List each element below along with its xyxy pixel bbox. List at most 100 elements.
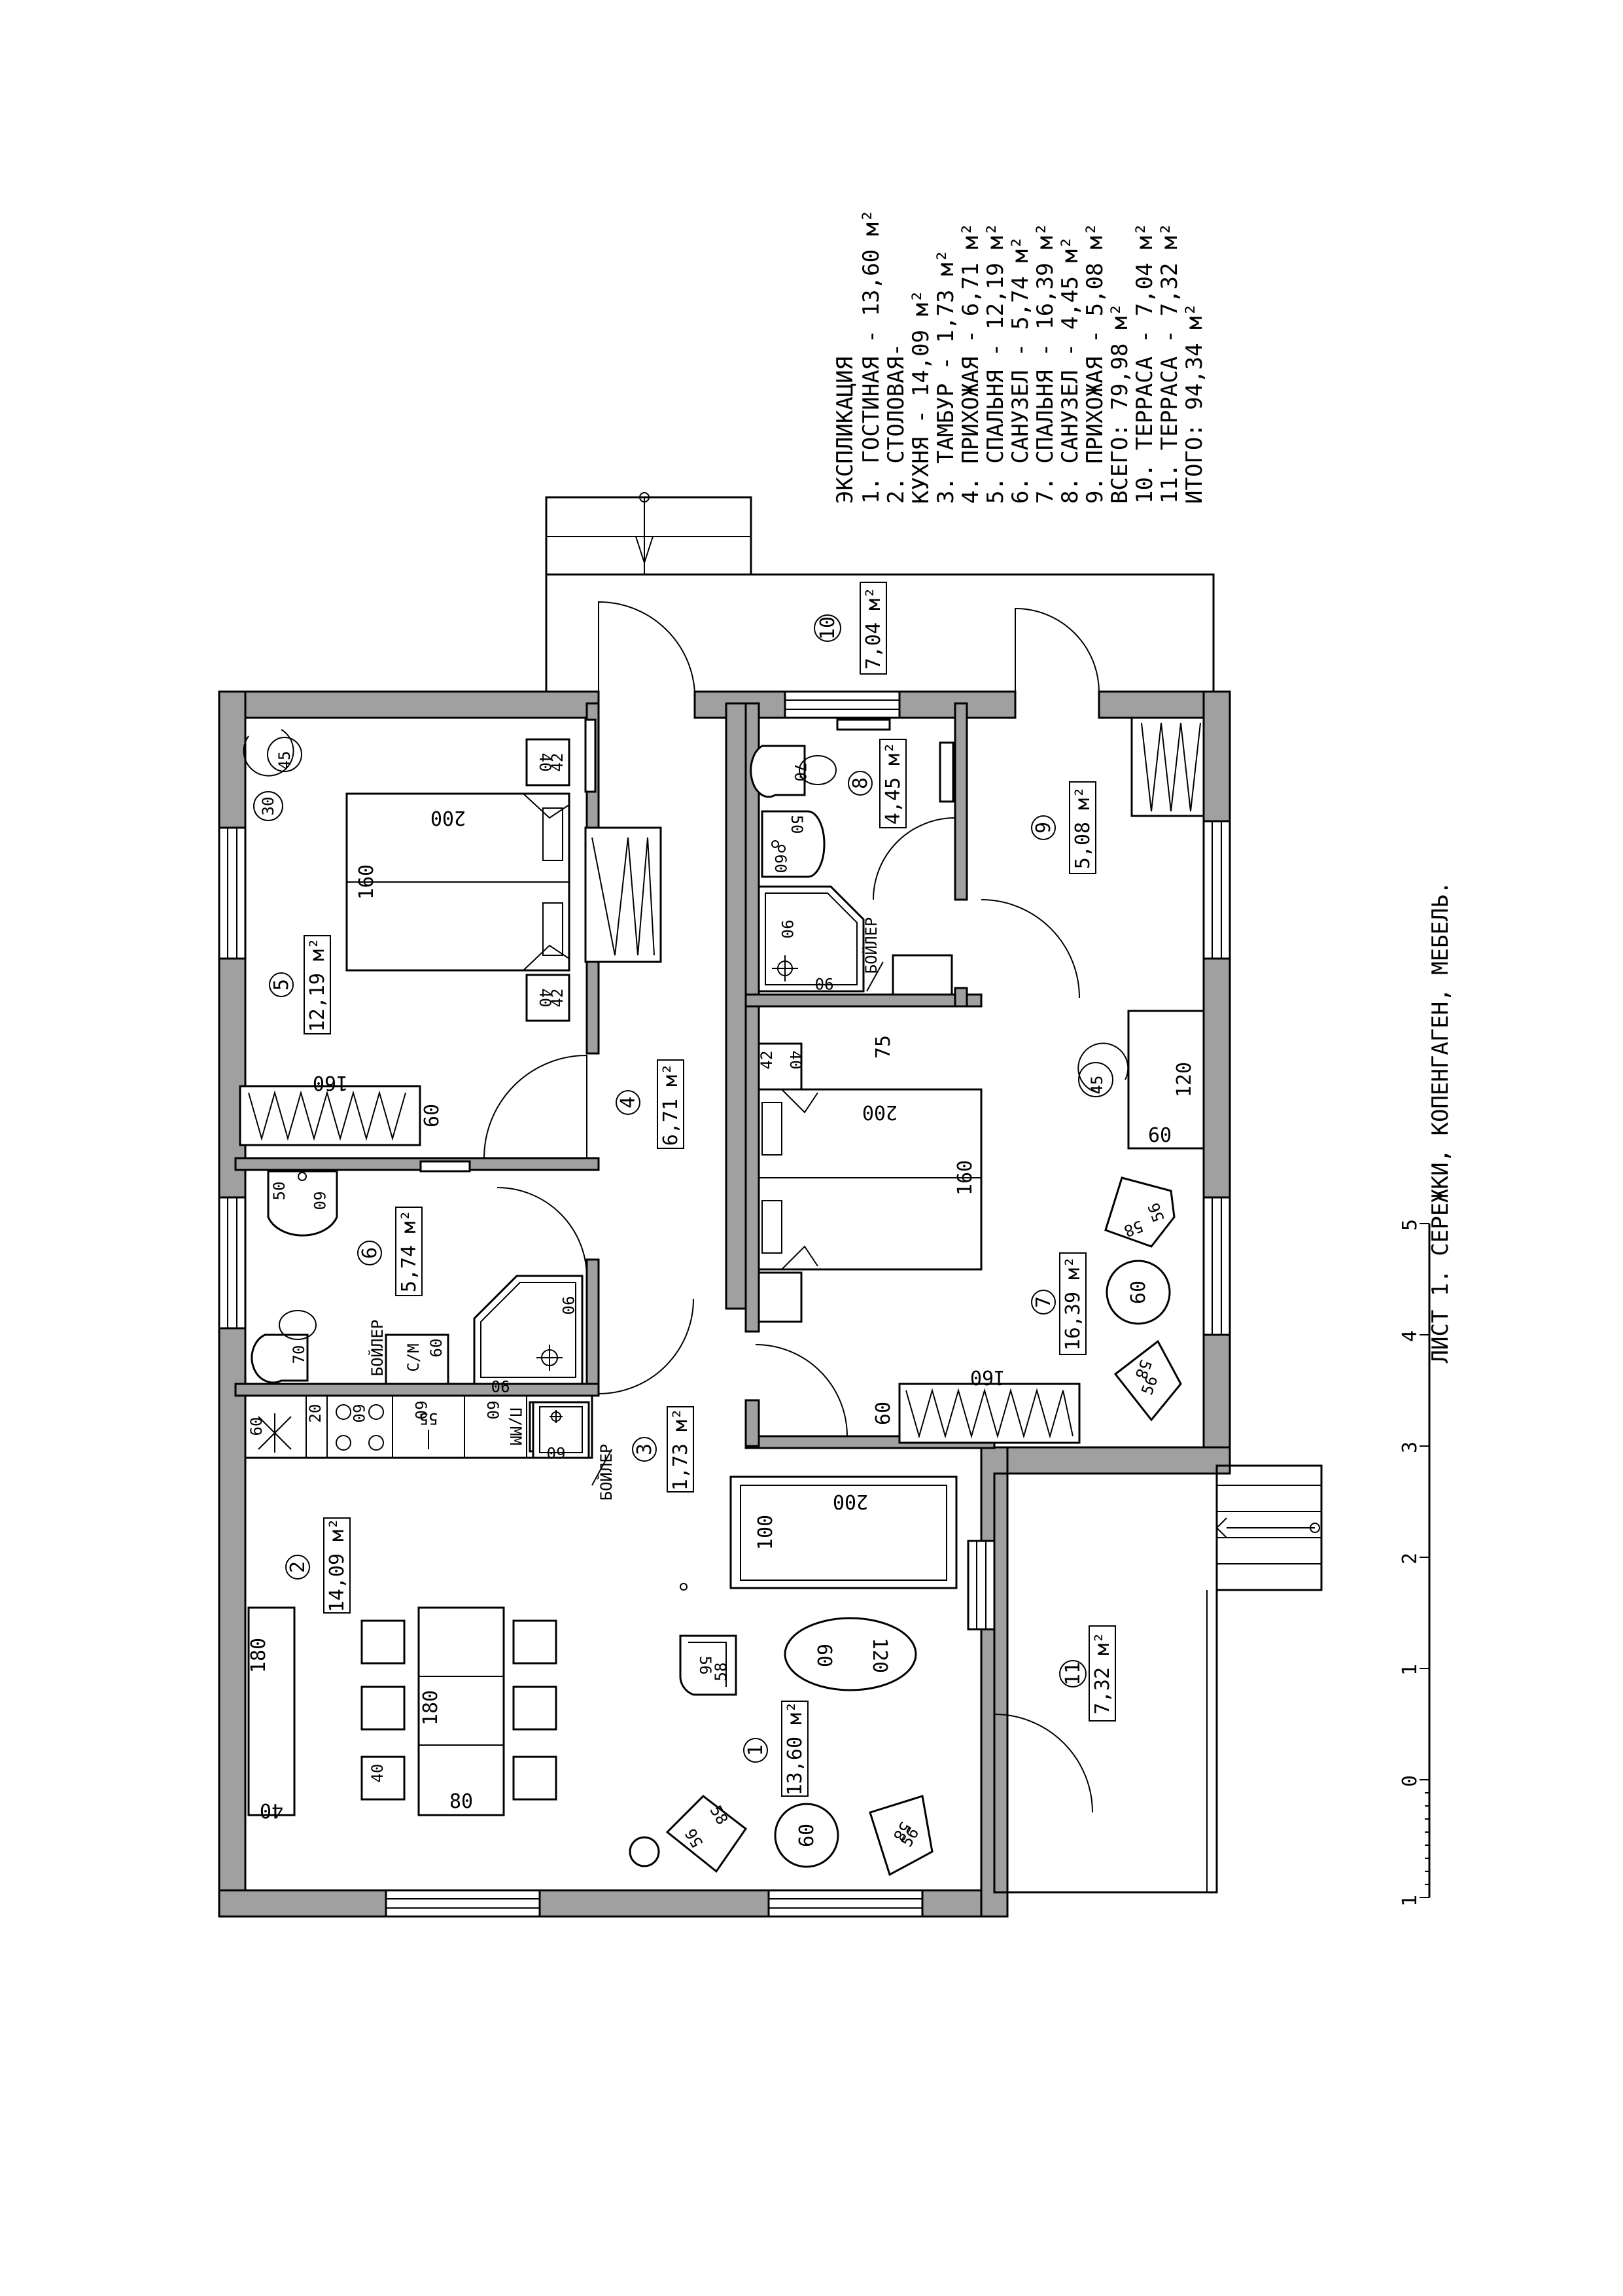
room-number: 6 (358, 1247, 381, 1259)
bedroom-5-furniture (239, 718, 662, 1173)
dim-label: 160 (355, 864, 378, 900)
dim-label: С/М (404, 1343, 423, 1371)
vestibule-3-fixtures (532, 1401, 612, 1486)
explication-line: 5. СПАЛЬНЯ - 12,19 м² (983, 222, 1009, 504)
dim-label: 42 (548, 989, 567, 1008)
bathroom-6-fixtures (251, 1170, 584, 1385)
dim-label: 200 (430, 806, 466, 829)
explication-line: 10. ТЕРРАСА - 7,04 м² (1132, 222, 1158, 504)
dim-label: 55 (419, 1409, 438, 1428)
dim-label: 120 (1173, 1062, 1196, 1097)
dim-label: 58 (712, 1663, 730, 1682)
dim-label: 30 (259, 797, 277, 816)
room-area: 7,04 м² (862, 587, 885, 669)
dim-label: 160 (954, 1160, 977, 1195)
explication-line: 11. ТЕРРАСА - 7,32 м² (1157, 222, 1183, 504)
dim-label: 90 (559, 1296, 577, 1315)
dim-label: 45 (1088, 1076, 1106, 1095)
living-1-furniture (629, 1475, 958, 1877)
dim-label: 90 (778, 920, 796, 939)
explication-line: 7. СПАЛЬНЯ - 16,39 м² (1032, 222, 1058, 504)
dim-label: 60 (812, 1644, 835, 1667)
dim-label: 40 (536, 989, 554, 1008)
room-number: 4 (617, 1097, 640, 1108)
kitchen-2-furniture (244, 1394, 688, 1816)
room-area: 14,09 м² (326, 1518, 349, 1613)
dim-label: 42 (758, 1051, 776, 1070)
scale-label: 3 (1399, 1441, 1422, 1453)
explication-line: 2. СТОЛОВАЯ- (883, 343, 909, 504)
sheet-title: ЛИСТ 1. СЕРЕЖКИ, КОПЕНГАГЕН, МЕБЕЛЬ. (1427, 881, 1454, 1364)
dim-label: 42 (548, 753, 567, 772)
room-area: 12,19 м² (306, 938, 329, 1033)
dim-label: 180 (247, 1638, 270, 1673)
dim-label: 56 (696, 1656, 714, 1675)
room-area: 16,39 м² (1062, 1256, 1085, 1351)
dim-label: 70 (791, 763, 809, 782)
room-area: 6,71 м² (659, 1063, 682, 1146)
dim-label: 200 (833, 1490, 868, 1513)
terrace-11 (993, 1464, 1323, 1894)
dim-label: 20 (306, 1404, 324, 1423)
dim-label: 60 (421, 1104, 444, 1127)
dim-label: БОЙЛЕР (597, 1444, 616, 1501)
dim-label: 45 (275, 751, 294, 770)
dim-label: П/ММ (506, 1407, 525, 1445)
dim-label: 120 (868, 1638, 891, 1673)
dim-label: БОЙЛЕР (368, 1320, 387, 1377)
dim-label: 60 (872, 1402, 895, 1425)
scale-label: 1 (1399, 1664, 1422, 1676)
dim-label: 100 (754, 1515, 777, 1550)
room-area: 1,73 м² (669, 1408, 692, 1491)
dim-label: 50 (270, 1182, 288, 1201)
scale-label: 2 (1399, 1553, 1422, 1564)
room-number: 8 (849, 777, 872, 789)
dim-label: 200 (862, 1101, 898, 1123)
bathroom-8-fixtures (750, 718, 954, 996)
room-number: 2 (287, 1561, 309, 1573)
scale-label: 1 (1399, 1895, 1422, 1907)
dim-label: 40 (368, 1764, 387, 1783)
dim-label: 60 (771, 855, 790, 874)
dim-label: БОЙЛЕР (862, 917, 881, 974)
terrace-10 (545, 492, 1215, 692)
room-number: 1 (744, 1744, 767, 1756)
explication-title: ЭКСПЛИКАЦИЯ (832, 357, 858, 504)
room-number: 3 (633, 1443, 656, 1455)
explication-line: 8. САНУЗЕЛ - 4,45 м² (1057, 236, 1083, 504)
dim-label: 180 (419, 1690, 442, 1725)
room-area: 13,60 м² (784, 1701, 807, 1796)
dim-label: 60 (411, 1401, 430, 1420)
explication-line: 9. ПРИХОЖАЯ - 5,08 м² (1082, 222, 1108, 504)
explication-line: КУХНЯ - 14,09 м² (908, 289, 934, 504)
dim-label: 60 (1127, 1280, 1150, 1304)
hall-9-furniture (1130, 716, 1205, 817)
room-area: 4,45 м² (882, 742, 905, 824)
room-number: 11 (1062, 1662, 1085, 1686)
dim-label: 40 (786, 1051, 805, 1070)
dim-label: 60 (795, 1824, 818, 1847)
dim-label: 40 (260, 1799, 283, 1822)
explication-line: 1. ГОСТИНАЯ - 13,60 м² (858, 209, 884, 504)
room-number: 7 (1032, 1296, 1055, 1308)
room-number: 10 (816, 616, 839, 640)
doors (483, 601, 1100, 1813)
dim-label: 60 (427, 1339, 445, 1358)
dim-label: 70 (290, 1345, 308, 1364)
dim-label: 75 (872, 1035, 895, 1059)
explication-table: ЭКСПЛИКАЦИЯ 1. ГОСТИНАЯ - 13,60 м² 2. СТ… (832, 209, 1208, 504)
dim-label: 60 (349, 1404, 368, 1423)
room-area: 5,74 м² (398, 1210, 421, 1292)
dim-label: 60 (1148, 1124, 1172, 1147)
dim-label: 90 (815, 974, 834, 993)
dim-label: 60 (247, 1417, 266, 1436)
scale-bar: 1 0 1 2 3 4 5 (1399, 1219, 1431, 1907)
room-number: 9 (1032, 822, 1055, 834)
dimension-labels: 200 160 40 42 40 42 160 60 45 30 50 60 7… (247, 751, 1196, 1851)
dim-label: 40 (536, 753, 554, 772)
dim-label: 50 (788, 815, 806, 834)
room-labels: 1 13,60 м² 2 14,09 м² 3 1,73 м² 4 6,71 м… (269, 582, 1116, 1797)
dim-label: 60 (483, 1401, 502, 1420)
scale-label: 4 (1399, 1330, 1422, 1342)
